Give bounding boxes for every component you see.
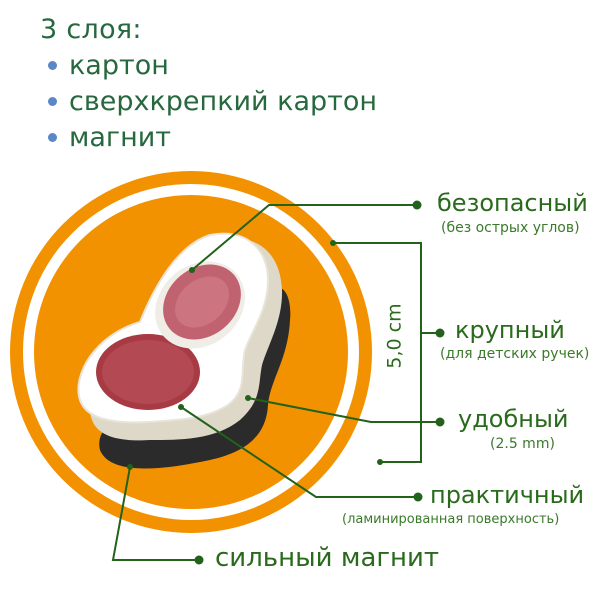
callout-line-handy (247, 397, 440, 423)
callout-dot-handy (435, 417, 445, 427)
callout-dot-practical (413, 492, 423, 502)
layer-item: сверхкрепкий картон (48, 86, 377, 117)
callout-line-practical (180, 406, 418, 498)
feature-handy-subtitle: (2.5 mm) (490, 436, 555, 452)
bullet-icon (48, 133, 57, 142)
callout-dot-safe (412, 200, 422, 210)
dimension-label: 5,0 cm (383, 303, 406, 369)
bullet-icon (48, 61, 57, 70)
feature-large-subtitle: (для детских ручек) (440, 346, 590, 362)
layer-item: картон (48, 50, 169, 81)
callout-line-magnet (111, 466, 199, 561)
layers-title: 3 слоя: (40, 14, 142, 45)
callout-dot-large (435, 328, 445, 338)
layer-item: магнит (48, 122, 171, 153)
dimension-bracket (333, 242, 422, 463)
callout-dot-magnet (194, 555, 204, 565)
feature-safe-subtitle: (без острых углов) (441, 220, 580, 236)
bullet-icon (48, 97, 57, 106)
feature-practical-subtitle: (ламинированная поверхность) (342, 512, 560, 527)
feature-safe-title: безопасный (437, 189, 588, 217)
callout-line-safe (191, 204, 417, 271)
feature-magnet-title: сильный магнит (215, 543, 440, 573)
feature-large-title: крупный (455, 316, 565, 344)
feature-handy-title: удобный (458, 405, 569, 433)
feature-practical-title: практичный (430, 481, 585, 509)
